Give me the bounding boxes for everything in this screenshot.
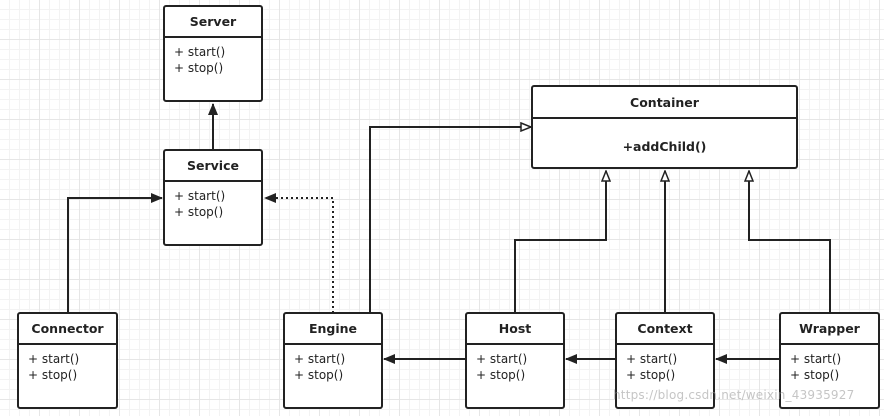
class-box-service[interactable]: Service + start() + stop() — [163, 149, 263, 246]
edge-wrapper-to-container — [749, 171, 831, 313]
class-box-wrapper[interactable]: Wrapper + start() + stop() — [779, 312, 880, 409]
class-name-host: Host — [467, 314, 563, 345]
operation: + stop() — [174, 205, 224, 219]
class-name-container: Container — [533, 87, 796, 119]
operation: + stop() — [790, 368, 840, 382]
operations-container: +addChild() — [533, 119, 796, 175]
operation: + stop() — [476, 368, 526, 382]
class-name-wrapper: Wrapper — [781, 314, 878, 345]
edge-host-to-container — [514, 171, 606, 313]
operations-engine: + start() + stop() — [285, 345, 381, 383]
operations-connector: + start() + stop() — [19, 345, 116, 383]
class-box-context[interactable]: Context + start() + stop() — [615, 312, 715, 409]
class-name-connector: Connector — [19, 314, 116, 345]
operation: + start() — [626, 352, 678, 366]
class-name-server: Server — [165, 7, 261, 38]
operations-context: + start() + stop() — [617, 345, 713, 383]
class-box-connector[interactable]: Connector + start() + stop() — [17, 312, 118, 409]
operation: + start() — [174, 45, 226, 59]
edge-engine-to-container — [369, 127, 531, 313]
operations-host: + start() + stop() — [467, 345, 563, 383]
class-name-context: Context — [617, 314, 713, 345]
operation: +addChild() — [622, 139, 707, 154]
operation: + start() — [476, 352, 528, 366]
edge-connector-to-service — [67, 193, 163, 313]
operation: + stop() — [28, 368, 78, 382]
operation: + stop() — [626, 368, 676, 382]
class-name-service: Service — [165, 151, 261, 182]
operation: + start() — [790, 352, 842, 366]
edge-engine-to-service — [264, 193, 334, 313]
operations-service: + start() + stop() — [165, 182, 261, 220]
operations-server: + start() + stop() — [165, 38, 261, 76]
class-box-host[interactable]: Host + start() + stop() — [465, 312, 565, 409]
operation: + start() — [174, 189, 226, 203]
operations-wrapper: + start() + stop() — [781, 345, 878, 383]
operation: + stop() — [294, 368, 344, 382]
operation: + stop() — [174, 61, 224, 75]
class-box-engine[interactable]: Engine + start() + stop() — [283, 312, 383, 409]
watermark-text: https://blog.csdn.net/weixin_43935927 — [613, 388, 855, 402]
operation: + start() — [28, 352, 80, 366]
class-box-server[interactable]: Server + start() + stop() — [163, 5, 263, 102]
class-box-container[interactable]: Container +addChild() — [531, 85, 798, 169]
operation: + start() — [294, 352, 346, 366]
class-name-engine: Engine — [285, 314, 381, 345]
